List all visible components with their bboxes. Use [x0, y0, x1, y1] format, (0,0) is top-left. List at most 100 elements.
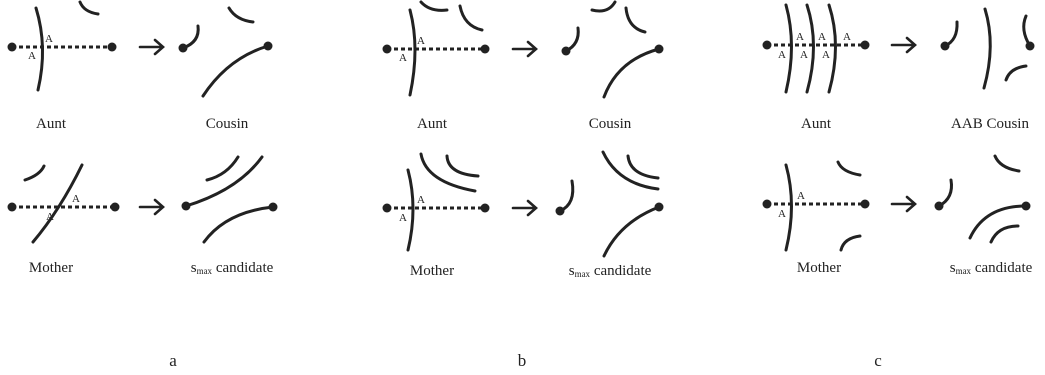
caption-mother: Mother: [29, 260, 73, 276]
curve: [602, 47, 661, 99]
caption-aunt: Aunt: [417, 116, 448, 132]
curve: [445, 154, 480, 178]
curve: [201, 44, 270, 98]
curve: [406, 168, 415, 252]
edge-label: A: [28, 50, 36, 62]
node: [860, 199, 870, 209]
node: [762, 199, 772, 209]
arrow-icon: [890, 195, 917, 213]
caption-cousin: Cousin: [589, 116, 632, 132]
curve: [1022, 14, 1032, 48]
edge-label: A: [399, 52, 407, 64]
edge-label: A: [399, 212, 407, 224]
curve: [982, 7, 992, 90]
edge-label: A: [778, 208, 786, 220]
node: [480, 203, 490, 213]
node: [110, 202, 120, 212]
curve: [784, 163, 793, 252]
node: [382, 203, 392, 213]
edge-label: A: [843, 31, 851, 43]
curve: [602, 205, 661, 258]
curve: [408, 8, 417, 97]
curve: [419, 0, 449, 12]
node: [7, 42, 17, 52]
node: [1025, 41, 1035, 51]
curve: [784, 3, 793, 94]
edge-label: A: [796, 31, 804, 43]
node: [860, 40, 870, 50]
edge-label: A: [417, 194, 425, 206]
panel-label-a: a: [169, 351, 177, 370]
aunt-diagram-b: A A: [382, 0, 490, 97]
curve: [31, 163, 84, 244]
curve: [601, 150, 660, 191]
curve: [78, 0, 100, 16]
curve: [590, 0, 617, 13]
panel-label-c: c: [874, 351, 882, 370]
curve: [458, 4, 484, 32]
edge-label: A: [417, 35, 425, 47]
curve: [993, 154, 1021, 173]
node: [762, 40, 772, 50]
curve: [184, 155, 264, 208]
curve: [23, 164, 46, 182]
node: [480, 44, 490, 54]
caption-cousin: Cousin: [206, 116, 249, 132]
panel-label-b: b: [518, 351, 527, 370]
caption-smax: smax candidate: [569, 263, 652, 279]
caption-mother: Mother: [410, 263, 454, 279]
curve: [805, 3, 815, 94]
arrow-icon: [138, 38, 165, 56]
edge-label: A: [797, 190, 805, 202]
curve: [626, 154, 660, 180]
smax-diagram-a: [181, 155, 278, 244]
curve: [968, 204, 1028, 240]
cousin-diagram-b: [561, 0, 664, 99]
curve: [937, 178, 953, 208]
node: [7, 202, 17, 212]
caption-smax: smax candidate: [191, 260, 274, 276]
edge-label: A: [778, 49, 786, 61]
mother-diagram-c: A A: [762, 160, 870, 252]
curve: [624, 6, 647, 34]
mother-diagram-b: A A: [382, 152, 490, 252]
curve: [34, 6, 44, 92]
edge-label: A: [800, 49, 808, 61]
smax-diagram-c: [934, 154, 1031, 244]
edge-label: A: [46, 211, 54, 223]
curve: [181, 24, 200, 50]
smax-diagram-b: [555, 150, 664, 258]
panel-a: A A Aunt Cousin A A: [7, 0, 278, 370]
node: [382, 44, 392, 54]
mother-diagram-a: A A: [7, 163, 120, 244]
edge-label: A: [45, 33, 53, 45]
curve: [558, 179, 575, 213]
cousin-diagram-a: [178, 6, 273, 98]
curve: [227, 6, 255, 24]
curve: [564, 26, 580, 53]
arrow-icon: [511, 199, 538, 217]
curve: [205, 155, 240, 182]
panel-c: A A A A A A Aunt AAB Cousin A A: [762, 3, 1035, 370]
curve: [827, 3, 837, 94]
curve: [419, 152, 477, 193]
arrow-icon: [138, 198, 165, 216]
curve: [989, 224, 1020, 244]
node: [107, 42, 117, 52]
edge-label: A: [818, 31, 826, 43]
curve: [1004, 64, 1028, 82]
aunt-diagram-c: A A A A A A: [762, 3, 870, 94]
curve: [202, 205, 275, 244]
edge-label: A: [822, 49, 830, 61]
caption-aab-cousin: AAB Cousin: [951, 116, 1029, 132]
aab-cousin-diagram-c: [940, 7, 1035, 90]
caption-smax: smax candidate: [950, 260, 1033, 276]
caption-aunt: Aunt: [801, 116, 832, 132]
caption-aunt: Aunt: [36, 116, 67, 132]
arrow-icon: [890, 36, 917, 54]
curve: [836, 160, 862, 177]
aunt-diagram-a: A A: [7, 0, 117, 92]
panel-b: A A Aunt Cousin A A: [382, 0, 664, 370]
edge-label: A: [72, 193, 80, 205]
